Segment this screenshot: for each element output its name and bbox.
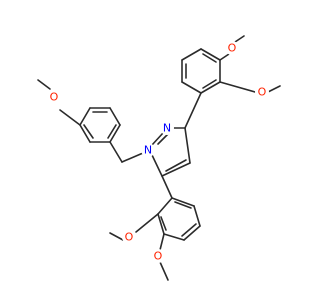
bond-line <box>200 48 221 61</box>
double-bond-line <box>83 124 94 139</box>
atom-o-left: O <box>47 90 61 104</box>
atom-n2: N <box>160 121 174 135</box>
double-bond-line <box>174 201 192 209</box>
atom-o-bot2: O <box>151 249 165 263</box>
bond-line <box>200 81 221 94</box>
double-bond-line <box>202 79 217 89</box>
svg-text:O: O <box>228 42 237 55</box>
atom-n1: N <box>141 143 155 157</box>
double-bond-line <box>160 216 167 231</box>
bond-line <box>79 107 91 126</box>
bond-line <box>121 152 144 163</box>
molecule-diagram: O O O N N O O <box>37 35 281 281</box>
bond-line <box>159 261 169 281</box>
bond-line <box>161 175 173 199</box>
bond-line <box>59 109 81 126</box>
bond-line <box>181 81 202 94</box>
svg-text:O: O <box>154 250 163 263</box>
svg-text:O: O <box>258 86 267 99</box>
svg-text:N: N <box>144 144 152 157</box>
atom-o-top2: O <box>255 85 269 99</box>
double-bond-line <box>202 53 217 63</box>
bond-line <box>157 197 173 215</box>
bond-line <box>163 233 185 241</box>
bond-line <box>181 48 202 61</box>
bond-line <box>159 233 165 251</box>
bond-line <box>37 79 51 90</box>
bond-line <box>109 141 123 163</box>
bond-line <box>161 162 191 177</box>
double-bond-line <box>181 223 197 237</box>
bond-line <box>109 107 121 126</box>
bond-line <box>219 81 256 93</box>
atom-label-layer: O O O N N O O <box>47 41 269 263</box>
svg-text:N: N <box>163 122 171 135</box>
svg-text:O: O <box>125 231 134 244</box>
bond-line <box>184 92 202 129</box>
bond-layer <box>37 35 281 281</box>
bond-line <box>109 124 121 143</box>
bond-line <box>79 124 91 143</box>
bond-line <box>109 232 124 241</box>
svg-text:O: O <box>50 91 59 104</box>
bond-line <box>157 213 165 235</box>
bond-line <box>184 127 191 164</box>
bond-line <box>193 205 201 227</box>
bond-line <box>151 132 164 146</box>
atom-o-top1: O <box>225 41 239 55</box>
bond-line <box>183 225 201 241</box>
bond-line <box>267 85 281 93</box>
double-bond-line <box>107 124 117 139</box>
bond-line <box>151 154 163 177</box>
bond-line <box>135 213 159 233</box>
bond-line <box>171 197 195 207</box>
atom-o-bot1: O <box>122 230 136 244</box>
double-bond-line <box>165 159 187 172</box>
